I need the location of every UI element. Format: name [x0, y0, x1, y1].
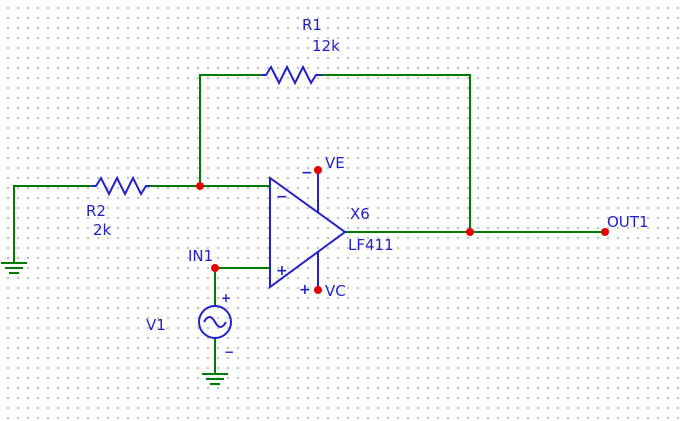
inverting-input-mark: −: [276, 189, 288, 205]
ground-bars: [1, 262, 27, 274]
junction-dot-vc: [314, 286, 322, 294]
noninverting-input-mark: +: [276, 263, 288, 279]
voltage-source-v1-symbol[interactable]: [198, 305, 232, 339]
junction-dot-output: [466, 228, 474, 236]
v1-ref-label[interactable]: V1: [146, 316, 166, 334]
v1-plus-mark: +: [221, 291, 231, 305]
r1-value-label[interactable]: 12k: [312, 37, 340, 55]
ground-bars: [202, 373, 228, 385]
junction-dots: [196, 166, 609, 294]
junction-dot-out1: [601, 228, 609, 236]
resistor-r1-symbol[interactable]: [262, 64, 322, 86]
wire-feedback[interactable]: [199, 74, 471, 233]
junction-dot-feedback-input: [196, 182, 204, 190]
r2-ref-label[interactable]: R2: [86, 202, 106, 220]
junction-dot-in1: [211, 264, 219, 272]
ground-symbol-input[interactable]: [1, 262, 27, 274]
junction-dot-ve: [314, 166, 322, 174]
opamp-ref-label[interactable]: X6: [350, 205, 370, 223]
ground-symbol-v1[interactable]: [202, 373, 228, 385]
opamp-x6-symbol[interactable]: [269, 170, 347, 290]
ve-polarity-mark: −: [301, 165, 313, 181]
resistor-zigzag: [92, 175, 150, 197]
r1-ref-label[interactable]: R1: [302, 16, 322, 34]
vc-polarity-mark: +: [299, 282, 311, 298]
opamp-part-label[interactable]: LF411: [348, 236, 394, 254]
ve-pin-label[interactable]: VE: [325, 154, 345, 172]
wire-input[interactable]: [13, 185, 271, 264]
vc-pin-label[interactable]: VC: [325, 282, 346, 300]
opamp-triangle: [269, 176, 347, 289]
r2-value-label[interactable]: 2k: [93, 221, 112, 239]
sine-wave-icon: [203, 316, 227, 328]
resistor-r2-symbol[interactable]: [92, 175, 150, 197]
net-label-in1[interactable]: IN1: [188, 247, 213, 265]
net-label-out1[interactable]: OUT1: [607, 213, 649, 231]
source-circle: [198, 305, 232, 339]
v1-minus-mark: −: [224, 345, 234, 359]
resistor-zigzag: [262, 64, 322, 86]
